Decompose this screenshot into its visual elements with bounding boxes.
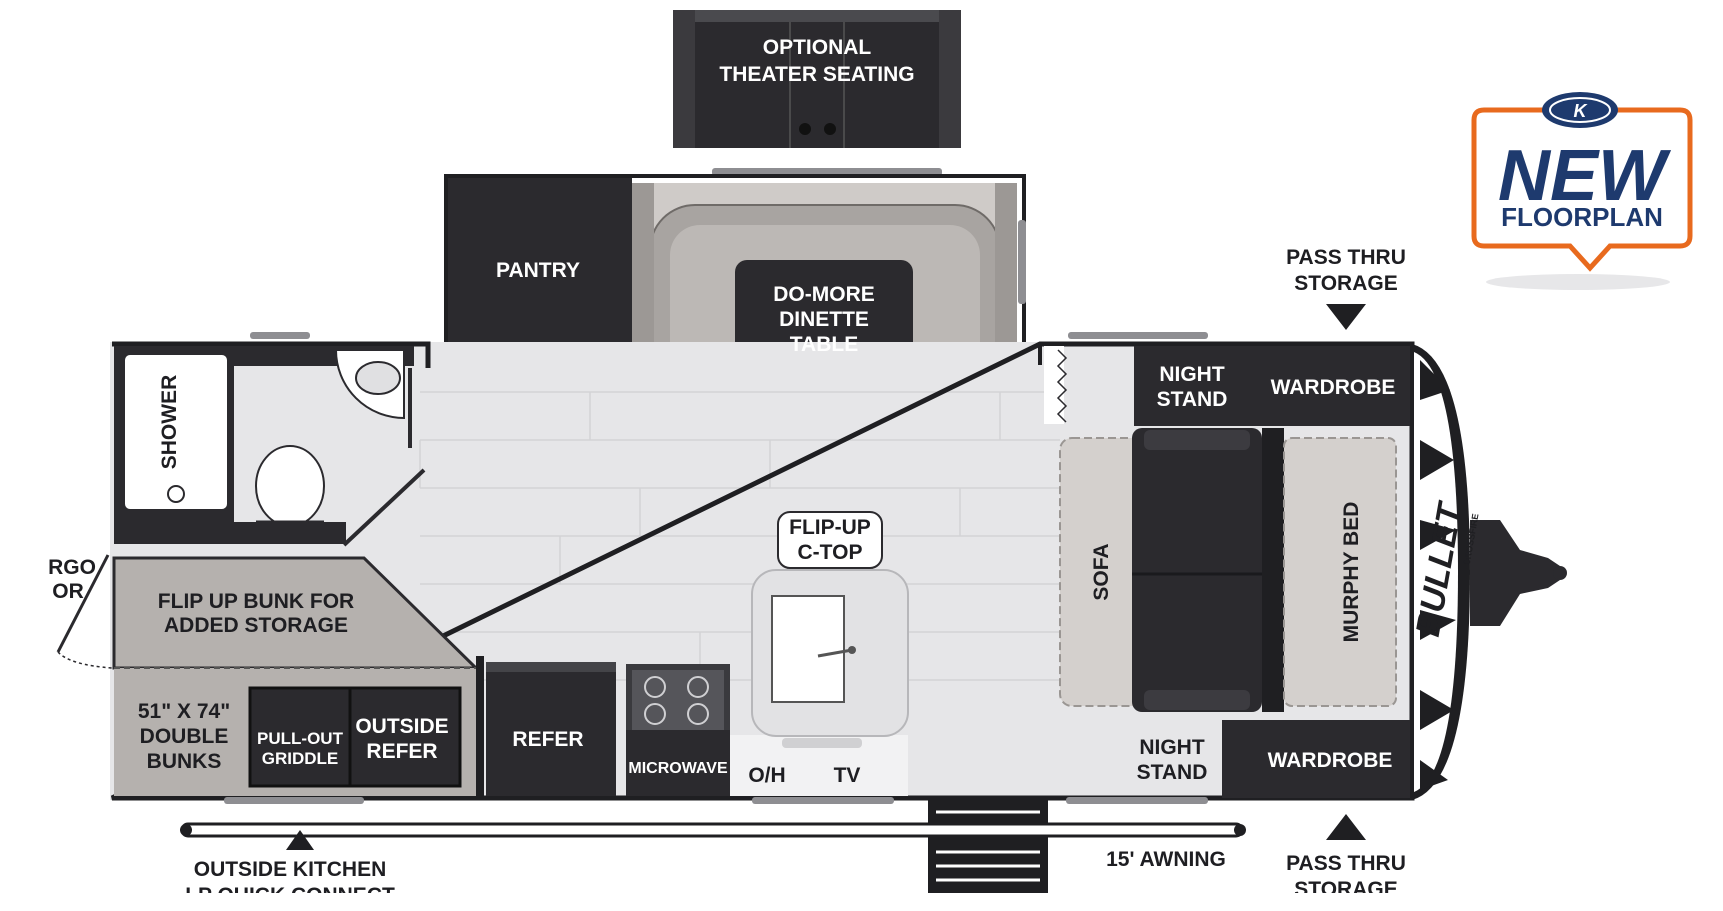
dinette-label-line1: DO-MORE (773, 283, 875, 306)
wardrobe-top (1254, 346, 1410, 426)
griddle-label-line1: PULL-OUT (257, 729, 344, 748)
wardrobe-bottom-label: WARDROBE (1268, 749, 1393, 772)
refrigerator (486, 662, 616, 796)
outside-refer-label-line1: OUTSIDE (355, 715, 448, 738)
bunk-area (112, 556, 480, 796)
outside-kitchen-arrow (286, 830, 314, 850)
sofa-label: SOFA (1090, 543, 1113, 600)
sofa (1132, 428, 1262, 712)
flip-ctop-label-line1: FLIP-UP (789, 516, 871, 539)
pass-thru-bottom-label-line1: PASS THRU (1286, 852, 1406, 875)
new-floorplan-badge: K NEW FLOORPLAN (1471, 92, 1693, 290)
badge-new-text: NEW (1498, 136, 1672, 216)
pass-thru-top-label-line1: PASS THRU (1286, 246, 1406, 269)
night-stand-bottom-label-line1: NIGHT (1139, 736, 1205, 759)
pass-thru-top-label-line2: STORAGE (1294, 272, 1397, 295)
pantry (448, 178, 632, 364)
theater-seating (673, 10, 961, 176)
cargo-door-label-line1: RGO (48, 556, 96, 579)
kitchen-sink (771, 595, 845, 703)
bunks-label-line1: 51" X 74" (138, 700, 230, 723)
flip-bunk-label-line2: ADDED STORAGE (164, 614, 348, 637)
dinette-label-line2: DINETTE (779, 308, 869, 331)
bunks-label-line2: DOUBLE (140, 725, 229, 748)
awning (180, 822, 1246, 838)
pass-thru-top-arrow (1326, 304, 1366, 330)
pantry-label: PANTRY (496, 259, 580, 282)
night-stand-top (1134, 346, 1254, 426)
flip-bunk-label-line1: FLIP UP BUNK FOR (158, 590, 354, 613)
night-stand-bottom-label-line2: STAND (1137, 761, 1208, 784)
shower (123, 353, 229, 511)
outside-refer (348, 686, 462, 788)
flip-ctop-label-line2: C-TOP (798, 541, 863, 564)
outside-refer-label-line2: REFER (366, 740, 437, 763)
cargo-door-label-line2: OR (52, 580, 84, 603)
kitchen (476, 511, 909, 796)
cargo-door (56, 554, 110, 653)
oh-label: O/H (748, 764, 785, 787)
front-bedroom (1044, 346, 1410, 798)
dinette-label-line3: TABLE (790, 333, 858, 356)
badge-floorplan-text: FLOORPLAN (1501, 202, 1663, 232)
bath-door (342, 468, 426, 547)
outside-kitchen-label-line1: OUTSIDE KITCHEN (194, 858, 387, 881)
night-stand-top-label-line1: NIGHT (1159, 363, 1225, 386)
microwave-label: MICROWAVE (628, 760, 728, 777)
theater-label-line1: OPTIONAL (763, 36, 872, 59)
front-cap: BULLET CROSSFIRE (1409, 344, 1567, 800)
refer-label: REFER (512, 728, 583, 751)
pass-thru-bottom-arrow (1326, 814, 1366, 840)
tongue-jack (1470, 520, 1560, 626)
bunks-label-line3: BUNKS (147, 750, 222, 773)
tv-label: TV (834, 764, 861, 787)
murphy-bed-label: MURPHY BED (1340, 502, 1363, 643)
logo-letter: K (1574, 101, 1589, 121)
murphy-bed (1283, 437, 1397, 707)
entry-steps (928, 798, 1048, 893)
awning-label: 15' AWNING (1106, 848, 1226, 871)
wardrobe-top-label: WARDROBE (1271, 376, 1396, 399)
bathroom (56, 346, 426, 669)
griddle-label-line2: GRIDDLE (262, 749, 339, 768)
shower-label: SHOWER (158, 375, 181, 470)
theater-label-line2: THEATER SEATING (719, 63, 914, 86)
night-stand-top-label-line2: STAND (1157, 388, 1228, 411)
toilet (255, 445, 325, 527)
wardrobe-bottom (1234, 720, 1410, 798)
